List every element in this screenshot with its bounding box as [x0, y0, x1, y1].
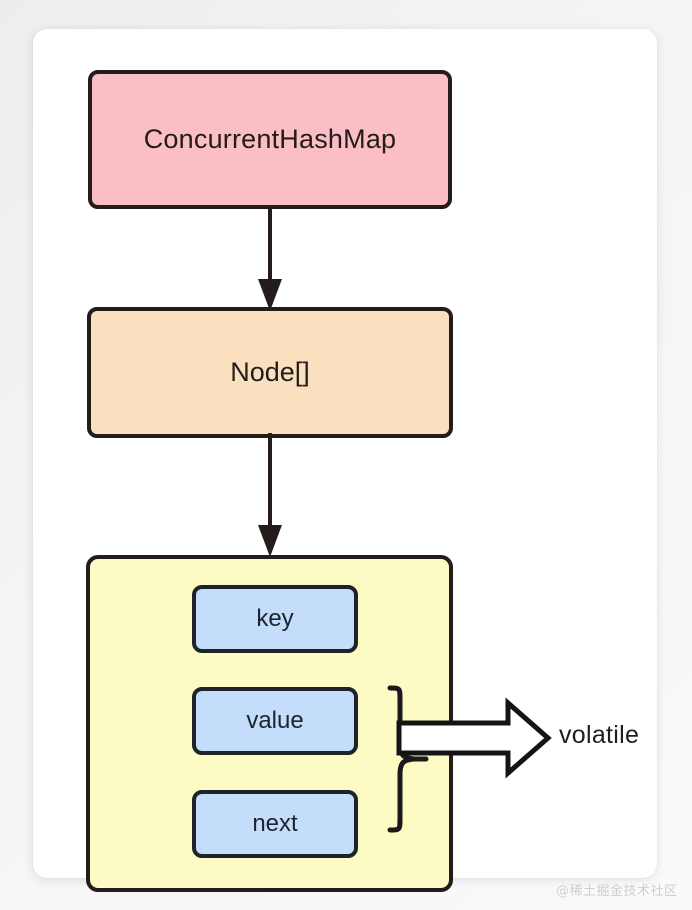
node-node-array: Node[] — [87, 307, 453, 438]
arrow-chm-to-nodearray — [258, 207, 282, 311]
volatile-label: volatile — [559, 721, 640, 749]
field-value-label: value — [246, 707, 304, 734]
field-key: key — [192, 585, 358, 653]
node-concurrenthashmap: ConcurrentHashMap — [88, 70, 452, 209]
field-key-label: key — [256, 605, 294, 632]
node-concurrenthashmap-label: ConcurrentHashMap — [143, 124, 397, 154]
node-fields-container: key value next — [86, 555, 453, 892]
field-next-label: next — [252, 810, 298, 837]
watermark: @稀土掘金技术社区 — [556, 884, 678, 899]
arrow-nodearray-to-node — [258, 433, 282, 557]
diagram-card: ConcurrentHashMap Node[] key value next — [33, 29, 657, 892]
node-node-array-label: Node[] — [230, 357, 310, 387]
field-value: value — [192, 687, 358, 755]
field-next: next — [192, 790, 358, 858]
